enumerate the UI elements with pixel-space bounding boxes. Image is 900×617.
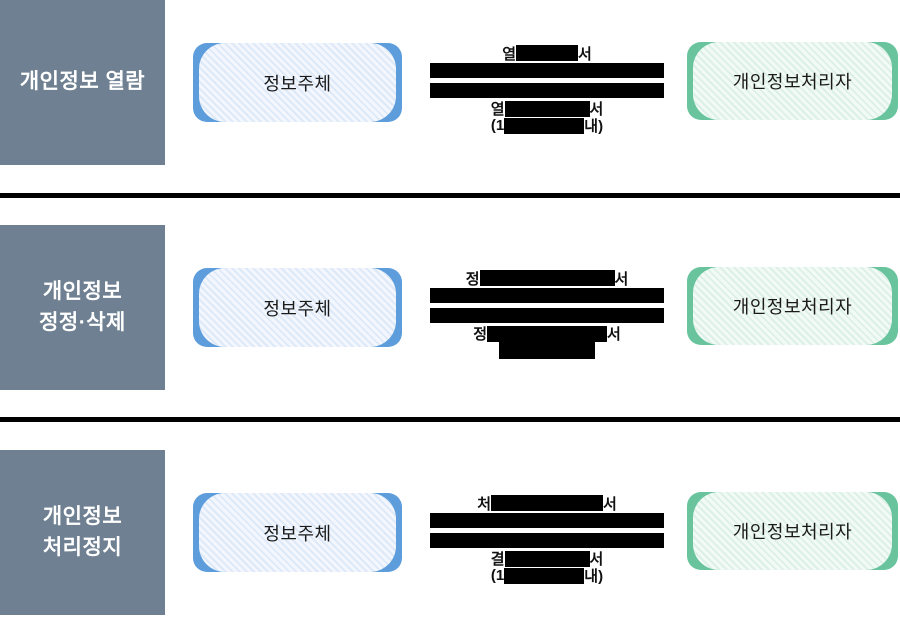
processor-box-label: 개인정보처리자 [693, 42, 892, 120]
subject-box-label: 정보주체 [199, 493, 396, 572]
deadline-label: (1 내) [430, 117, 664, 135]
processor-box: 개인정보처리자 [687, 267, 898, 345]
label-suffix: 서 [603, 495, 617, 513]
subject-box: 정보주체 [193, 43, 402, 122]
section-divider [0, 193, 900, 198]
section-label-line2: 처리정지 [42, 535, 123, 559]
section-correction-label: 개인정보 정정·삭제 [0, 225, 165, 390]
arrow-redaction-bar [430, 288, 664, 303]
subject-box-label: 정보주체 [199, 43, 396, 122]
redaction-bar [479, 270, 615, 286]
label-prefix: (1 [490, 117, 505, 134]
label-suffix: 서 [607, 326, 621, 343]
redaction-bar [491, 495, 603, 511]
deadline-label: (1 내) [430, 567, 664, 585]
arrow-redaction-bar [430, 63, 664, 78]
redaction-bar [499, 342, 595, 359]
subject-box-label: 정보주체 [199, 268, 396, 347]
label-prefix: 열 [502, 45, 516, 63]
redaction-bar [487, 325, 607, 342]
arrow-redaction-bar [430, 533, 664, 548]
subject-box: 정보주체 [193, 493, 402, 572]
label-suffix: 내) [584, 568, 604, 585]
label-suffix: 내) [584, 118, 604, 135]
processor-box: 개인정보처리자 [687, 42, 898, 120]
section-suspension-label: 개인정보 처리정지 [0, 450, 165, 615]
processor-box-label: 개인정보처리자 [693, 492, 892, 570]
arrow-redaction-bar [430, 513, 664, 528]
label-prefix: (1 [490, 567, 505, 584]
arrow-redaction-bar [430, 83, 664, 98]
redaction-bar [504, 567, 585, 584]
section-label-line1: 개인정보 [42, 280, 123, 304]
label-prefix: 정 [465, 270, 480, 288]
label-prefix: 결 [490, 551, 505, 568]
redaction-bar [504, 100, 590, 117]
label-suffix: 서 [589, 551, 604, 568]
label-prefix: 정 [473, 326, 487, 343]
label-prefix: 열 [490, 101, 505, 118]
section-divider [0, 417, 900, 422]
section-access-label: 개인정보 열람 [0, 0, 165, 165]
processor-box: 개인정보처리자 [687, 492, 898, 570]
redaction-bar [504, 550, 590, 567]
section-label-line2: 정정·삭제 [39, 310, 126, 334]
label-suffix: 서 [589, 101, 604, 118]
label-prefix: 처 [477, 495, 491, 513]
arrow-redaction-bar [430, 308, 664, 323]
label-suffix: 서 [614, 270, 629, 288]
subject-box: 정보주체 [193, 268, 402, 347]
redaction-bar [516, 45, 578, 61]
deadline-label [430, 342, 664, 359]
redaction-bar [504, 117, 585, 134]
label-suffix: 서 [578, 45, 592, 63]
processor-box-label: 개인정보처리자 [693, 267, 892, 345]
section-label-line1: 개인정보 [42, 505, 123, 529]
section-label-line1: 개인정보 열람 [19, 70, 146, 94]
